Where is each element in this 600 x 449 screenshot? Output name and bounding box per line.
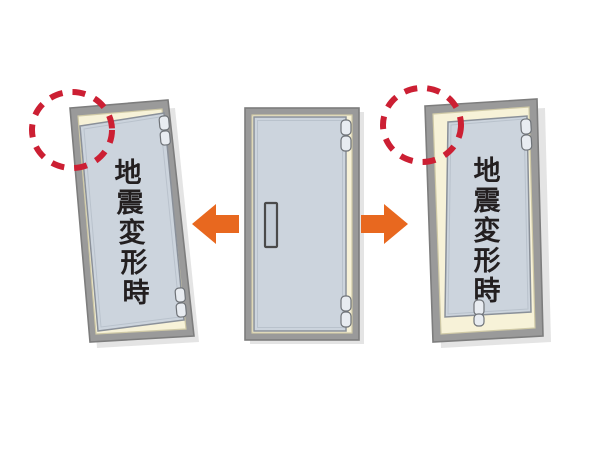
right-door-leaf-highlight (447, 118, 529, 315)
left-deformed-door: 地 震 変 形 時 (69, 99, 199, 348)
right-door-hinge-top (520, 118, 533, 151)
arrow-right (361, 204, 408, 244)
right-door-label-char: 形 (474, 246, 501, 277)
left-door-hinge-bottom (174, 287, 187, 318)
center-door-hinge-top (340, 119, 352, 152)
left-door-hinge-top (158, 115, 171, 146)
left-door-label-char: 形 (121, 248, 148, 279)
right-door-label: 地 震 変 形 時 (474, 156, 502, 307)
left-door-label-char: 時 (123, 278, 150, 309)
highlight-right-dashed-circle (380, 85, 464, 165)
hinge-knuckle (340, 311, 352, 328)
right-door-label-char: 震 (474, 186, 502, 217)
center-normal-door (244, 107, 364, 344)
right-door-label-char: 変 (474, 215, 501, 247)
hinge-knuckle (159, 130, 171, 146)
hinge-knuckle (340, 119, 352, 136)
hinge-knuckle (473, 313, 485, 327)
right-door-label-char: 地 (474, 156, 501, 187)
center-door-handle[interactable] (263, 201, 279, 249)
center-door-leaf-highlight (257, 120, 343, 328)
hinge-knuckle (340, 135, 352, 152)
right-deformed-door: 地 震 変 形 時 (424, 98, 551, 348)
arrow-left (192, 204, 239, 244)
left-door-label-char: 地 (115, 158, 142, 189)
left-door-label: 地 震 変 形 時 (115, 158, 150, 309)
right-door-leaf (444, 115, 532, 318)
hinge-knuckle (175, 302, 187, 318)
right-door-hinge-bottom (473, 299, 485, 327)
left-door-label-char: 震 (117, 188, 145, 219)
arrow-right-icon (361, 204, 408, 244)
arrow-left-icon (192, 204, 239, 244)
hinge-knuckle (520, 118, 532, 135)
hinge-knuckle (520, 134, 533, 151)
left-door-leaf (79, 112, 185, 332)
hinge-knuckle (174, 287, 186, 303)
right-door-label-char: 時 (474, 276, 501, 307)
hinge-knuckle (158, 115, 170, 131)
left-door-label-char: 変 (119, 217, 146, 249)
hinge-knuckle (340, 295, 352, 312)
center-door-hinge-bottom (340, 295, 352, 328)
highlight-left-dashed-circle (29, 89, 115, 171)
